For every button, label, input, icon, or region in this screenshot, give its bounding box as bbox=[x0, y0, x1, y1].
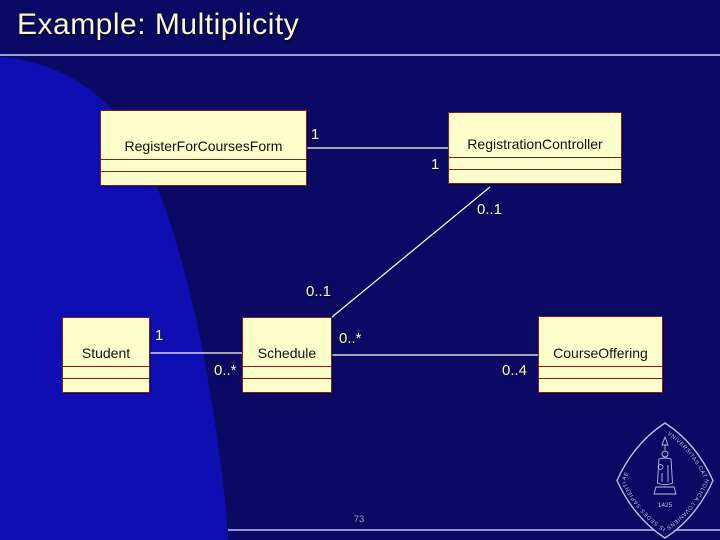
class-box-registerforcoursesform: RegisterForCoursesForm bbox=[100, 110, 307, 186]
class-name-label: Schedule bbox=[257, 345, 317, 361]
class-box-courseoffering: CourseOffering bbox=[538, 316, 663, 393]
multiplicity-label: 0..1 bbox=[306, 283, 332, 300]
multiplicity-label: 0..* bbox=[214, 362, 237, 379]
attributes-compartment bbox=[101, 159, 306, 171]
class-name-label: Student bbox=[81, 345, 131, 361]
university-seal: ·VNIVERSITAS·CATHOLICA·LOVANIENSIS·SEDES… bbox=[616, 422, 714, 539]
seal-border bbox=[616, 422, 714, 539]
class-name-label: RegisterForCoursesForm bbox=[124, 138, 283, 154]
class-box-student: Student bbox=[62, 317, 150, 393]
operations-compartment bbox=[243, 378, 331, 392]
operations-compartment bbox=[539, 378, 662, 392]
title-rule bbox=[0, 54, 720, 56]
multiplicity-label: 0..* bbox=[339, 330, 362, 347]
attributes-compartment bbox=[539, 366, 662, 378]
attributes-compartment bbox=[243, 366, 331, 378]
multiplicity-label: 1 bbox=[155, 327, 164, 344]
madonna-figure-icon bbox=[653, 435, 677, 495]
page-number: 73 bbox=[353, 514, 365, 525]
class-name-label: RegistrationController bbox=[467, 136, 603, 152]
class-box-schedule: Schedule bbox=[242, 317, 332, 393]
attributes-compartment bbox=[63, 366, 149, 378]
class-name-label: CourseOffering bbox=[553, 345, 648, 361]
slide-title: Example: Multiplicity bbox=[17, 8, 300, 41]
multiplicity-label: 0..1 bbox=[477, 201, 503, 218]
operations-compartment bbox=[101, 171, 306, 185]
attributes-compartment bbox=[449, 157, 621, 169]
association-line-controller-schedule bbox=[331, 186, 491, 318]
multiplicity-label: 0..4 bbox=[502, 362, 528, 379]
multiplicity-label: 1 bbox=[431, 156, 440, 173]
multiplicity-label: 1 bbox=[311, 126, 320, 143]
class-box-registrationcontroller: RegistrationController bbox=[448, 112, 622, 184]
seal-year: 1425 bbox=[658, 502, 673, 509]
operations-compartment bbox=[63, 378, 149, 392]
operations-compartment bbox=[449, 169, 621, 183]
footer-rule bbox=[228, 529, 720, 531]
